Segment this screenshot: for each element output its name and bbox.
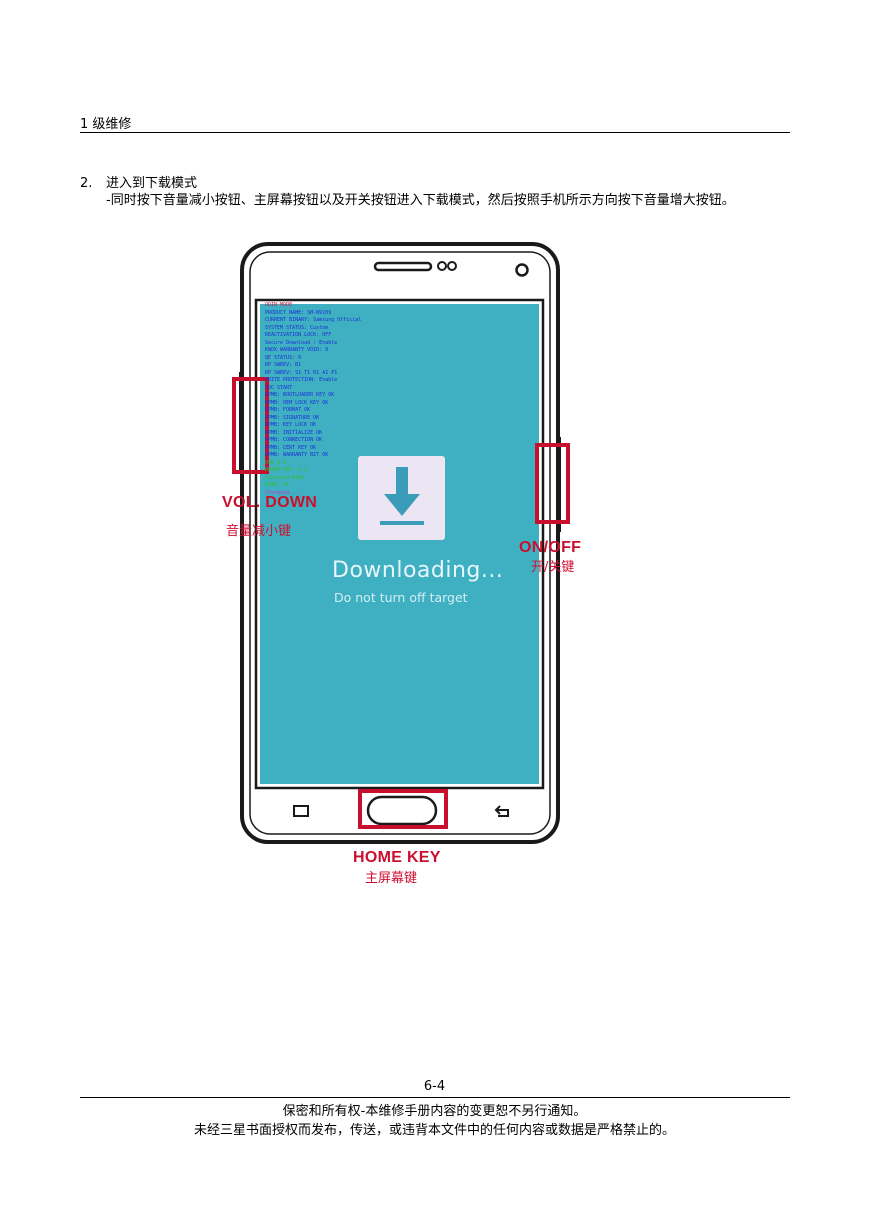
screen [260, 304, 539, 784]
phone-illustration [210, 232, 590, 877]
home-key-highlight [358, 789, 448, 829]
vol-down-label: VOL. DOWN [222, 494, 318, 511]
footer-notice: 保密和所有权-本维修手册内容的变更恕不另行通知。 [282, 1104, 587, 1119]
vol-down-highlight [232, 377, 269, 474]
download-mode-log: ODIN MODE PRODUCT NAME: SM-N9109 CURRENT… [265, 302, 362, 496]
step-instruction: -同时按下音量减小按钮、主屏幕按钮以及开关按钮进入下载模式，然后按照手机所示方向… [106, 193, 735, 208]
footer-divider [80, 1097, 790, 1098]
do-not-turn-off-text: Do not turn off target [334, 590, 468, 605]
download-arrow-icon [358, 456, 445, 540]
home-button-icon [366, 795, 438, 826]
on-off-label-cn: 开/关键 [531, 560, 575, 575]
phone-figure: ODIN MODE PRODUCT NAME: SM-N9109 CURRENT… [210, 232, 590, 886]
footer-legal: 未经三星书面授权而发布，传送，或违背本文件中的任何内容或数据是严格禁止的。 [193, 1123, 675, 1138]
vol-down-label-cn: 音量减小键 [226, 524, 292, 539]
camera-icon [515, 263, 529, 277]
step-heading: 2. 进入到下载模式 [80, 172, 197, 191]
page-number: 6-4 [423, 1079, 446, 1094]
home-key-label: HOME KEY [353, 849, 441, 866]
recent-apps-icon [293, 805, 309, 817]
back-icon [494, 805, 509, 817]
on-off-label: ON/OFF [519, 539, 582, 556]
step-number: 2. [80, 176, 93, 191]
earpiece-icon [373, 261, 433, 272]
downloading-text: Downloading... [332, 558, 504, 583]
header-title: 1 级维修 [80, 117, 132, 132]
step-title: 进入到下载模式 [106, 176, 198, 191]
home-key-label-cn: 主屏幕键 [365, 871, 418, 886]
header-divider [80, 132, 790, 133]
on-off-highlight [535, 443, 570, 524]
